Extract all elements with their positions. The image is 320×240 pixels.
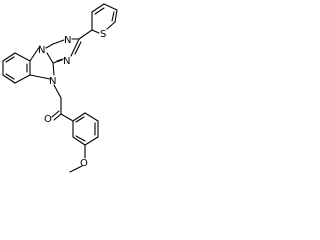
triazole-n1-label: N: [64, 35, 71, 46]
thiophene-ring: [91, 3, 118, 34]
chemical-structure-diagram: S N N N N O O: [2, 3, 118, 173]
thiophene-sulfur-label: S: [100, 29, 106, 40]
triazole-n2-label: N: [38, 45, 45, 56]
methoxyphenyl-ring: [72, 112, 99, 146]
imidazole-ring: [29, 45, 55, 80]
carbonyl-oxygen-label: O: [44, 114, 52, 125]
benzene-ring-fused: [2, 52, 31, 84]
triazole-ring: [45, 29, 93, 64]
triazole-n3-label: N: [63, 56, 70, 67]
methoxy-group: [69, 144, 86, 173]
atom-labels: S N N N N O O: [38, 29, 106, 169]
methoxy-oxygen-label: O: [80, 158, 88, 169]
ketone-linker: [51, 84, 74, 122]
imidazole-n-label: N: [49, 76, 56, 87]
